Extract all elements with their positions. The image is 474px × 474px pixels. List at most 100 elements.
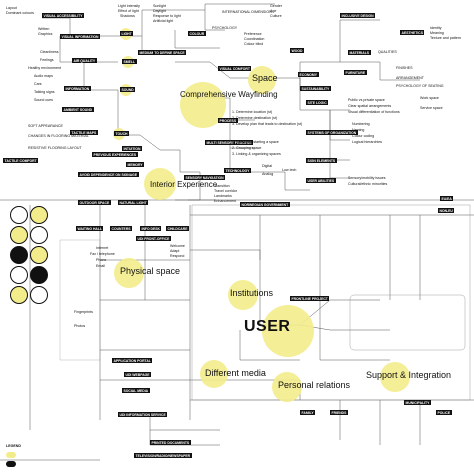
cultural-ethnic-label: Cultural/ethnic minorities (348, 182, 388, 186)
wayfinding-theme: Comprehensive Wayfinding (180, 90, 278, 99)
chart-circle-icon (30, 226, 48, 244)
legend-swatch-icon (6, 452, 16, 458)
wood-box: WOOD (290, 48, 304, 53)
colour-box: COLOUR (188, 31, 206, 36)
talking-signs-label: Talking signs (34, 90, 55, 94)
friends-box: FRIENDS (330, 410, 348, 415)
aesthetics-box: AESTHETICS (400, 30, 425, 35)
fax-telephone-label: Fax / telephone (90, 252, 115, 256)
systems-organization-box: SYSTEMS OF ORGANIZATION (306, 130, 358, 135)
non-eu-box: NON-EU (438, 208, 455, 213)
norwegian-government-box: NORWEGIAN GOVERNMENT (240, 202, 290, 207)
age-label: Age (270, 9, 277, 13)
bubble-institutions (228, 280, 258, 310)
qualities-label: QUALITIES (378, 50, 397, 54)
technology-box: TECHNOLOGY (224, 168, 251, 173)
medium-define-space-box: MEDIUM TO DEFINE SPACE (138, 50, 187, 55)
visual-differentiation-label: Visual differentiation of functions (348, 110, 400, 114)
light-intensity-label: Light intensity (118, 4, 140, 8)
naming-label: Naming (352, 128, 365, 132)
step5-label: 2. Grouping space (232, 146, 262, 150)
meaning-label: Meaning (430, 31, 444, 35)
personal-relations-theme: Personal relations (278, 380, 351, 390)
municipality-box: MUNICIPALITY (404, 400, 431, 405)
digital-label: Digital (262, 164, 272, 168)
bubble-user (262, 305, 314, 357)
chart-circle-icon (10, 266, 28, 284)
chart-circle-icon (30, 246, 48, 264)
bubble-support (380, 362, 410, 392)
cars-label: Cars (34, 82, 42, 86)
psychology-label: PSYCHOLOGY (212, 26, 238, 30)
support-integration-theme: Support & Integration (366, 370, 452, 380)
user-abilities-box: USER ABILITIES (306, 178, 336, 183)
interior-experience-theme: Interior Experience (150, 180, 218, 189)
tactile-comfort-box: TACTILE COMFORT (3, 158, 39, 163)
low-tech-label: Low tech (282, 168, 297, 172)
gender-label: Gender (270, 4, 282, 8)
step4-label: 1. Identifying starting a space (232, 140, 279, 144)
clear-spatial-label: Clear spatial arrangements (348, 104, 392, 108)
daylight-label: Daylight (153, 9, 166, 13)
chart-circle-icon (10, 206, 28, 224)
resistive-flooring-label: RESISTIVE FLOORING LAYOUT (28, 146, 82, 150)
space-theme: Space (252, 73, 278, 83)
culture-label: Culture (270, 14, 282, 18)
sustainability-box: SUSTAINABILITY (300, 86, 331, 91)
public-private-label: Public vs private space (348, 98, 385, 102)
effect-of-light-label: Effect of light (118, 9, 139, 13)
phone-label: Phone (96, 258, 107, 262)
texture-pattern-label: Texture and pattern (430, 36, 461, 40)
television-box: TELEVISION/RADIO/NEWSPAPER (134, 453, 192, 458)
email-label: Email (96, 264, 105, 268)
sensory-navigation-box: SENSORY NAVIGATION (184, 175, 226, 180)
landmarks-label: Landmarks (214, 194, 232, 198)
finishes-label: FINISHES (396, 66, 413, 70)
artificial-light-label: Artificial light (153, 19, 174, 23)
fingerprints-label: Fingerprints (74, 310, 93, 314)
colour-coding-label: Colour coding (352, 134, 375, 138)
visual-information-box: VISUAL INFORMATION (60, 34, 100, 39)
psychology-seating-label: PSYCHOLOGY OF SEATING (396, 84, 444, 88)
materials-box: MATERIALS (348, 50, 371, 55)
different-media-theme: Different media (205, 368, 266, 378)
soft-appearance-label: SOFT APPEARANCE (28, 124, 63, 128)
eu-eea-box: EU/EA (440, 196, 454, 201)
work-space-label: Work space (420, 96, 439, 100)
childcare-box: CHILDCARE (166, 226, 189, 231)
analog-label: Analog (262, 172, 274, 176)
light-box: LIGHT (120, 31, 134, 36)
udi-front-office-box: UDI FRONT-OFFICE (136, 236, 171, 241)
adapt-label: Adapt (170, 249, 180, 253)
step6-label: 3. Linking & organizing spaces (232, 152, 281, 156)
changes-flooring-label: CHANGES IN FLOORING MATERIAL (28, 134, 89, 138)
touch-box: TOUCH (114, 131, 129, 136)
site-logic-box: SITE LOGIC (306, 100, 329, 105)
layout-label: Layout (6, 6, 17, 10)
visual-accessibility-box: VISUAL ACCESSIBILITY (42, 13, 84, 18)
counters-box: COUNTERS (110, 226, 133, 231)
arrangement-label: ARRANGEMENT (396, 76, 424, 80)
chart-circle-icon (10, 246, 28, 264)
bubble-space (248, 66, 276, 94)
printed-documents-box: PRINTED DOCUMENTS (150, 440, 191, 445)
process-box: PROCESS (218, 118, 238, 123)
chart-circle-icon (30, 286, 48, 304)
multi-sensory-box: MULTI SENSORY PROCESS (205, 140, 253, 145)
dominant-colours-label: Dominant colours (6, 11, 34, 15)
chart-circle-icon (30, 266, 48, 284)
healthy-env-label: Healthy environment (28, 66, 61, 70)
sign-elements-box: SIGN ELEMENTS (306, 158, 337, 163)
udi-webpage-box: UDI WEBPAGE (124, 372, 152, 377)
coordination-label: Coordination (244, 37, 265, 41)
bubble-media (200, 360, 228, 388)
step3-label: 3. Develop plan that leads to destinatio… (232, 122, 303, 126)
smell-box: SMELL (122, 59, 137, 64)
bubble-relations (272, 372, 302, 402)
ambient-sound-box: AMBIENT SOUND (62, 107, 94, 112)
avoid-signage-box: AVOID DEPENDENCE ON SIGNAGE (78, 172, 139, 177)
respond-label: Respond (170, 254, 185, 258)
memory-box: MEMORY (126, 162, 145, 167)
